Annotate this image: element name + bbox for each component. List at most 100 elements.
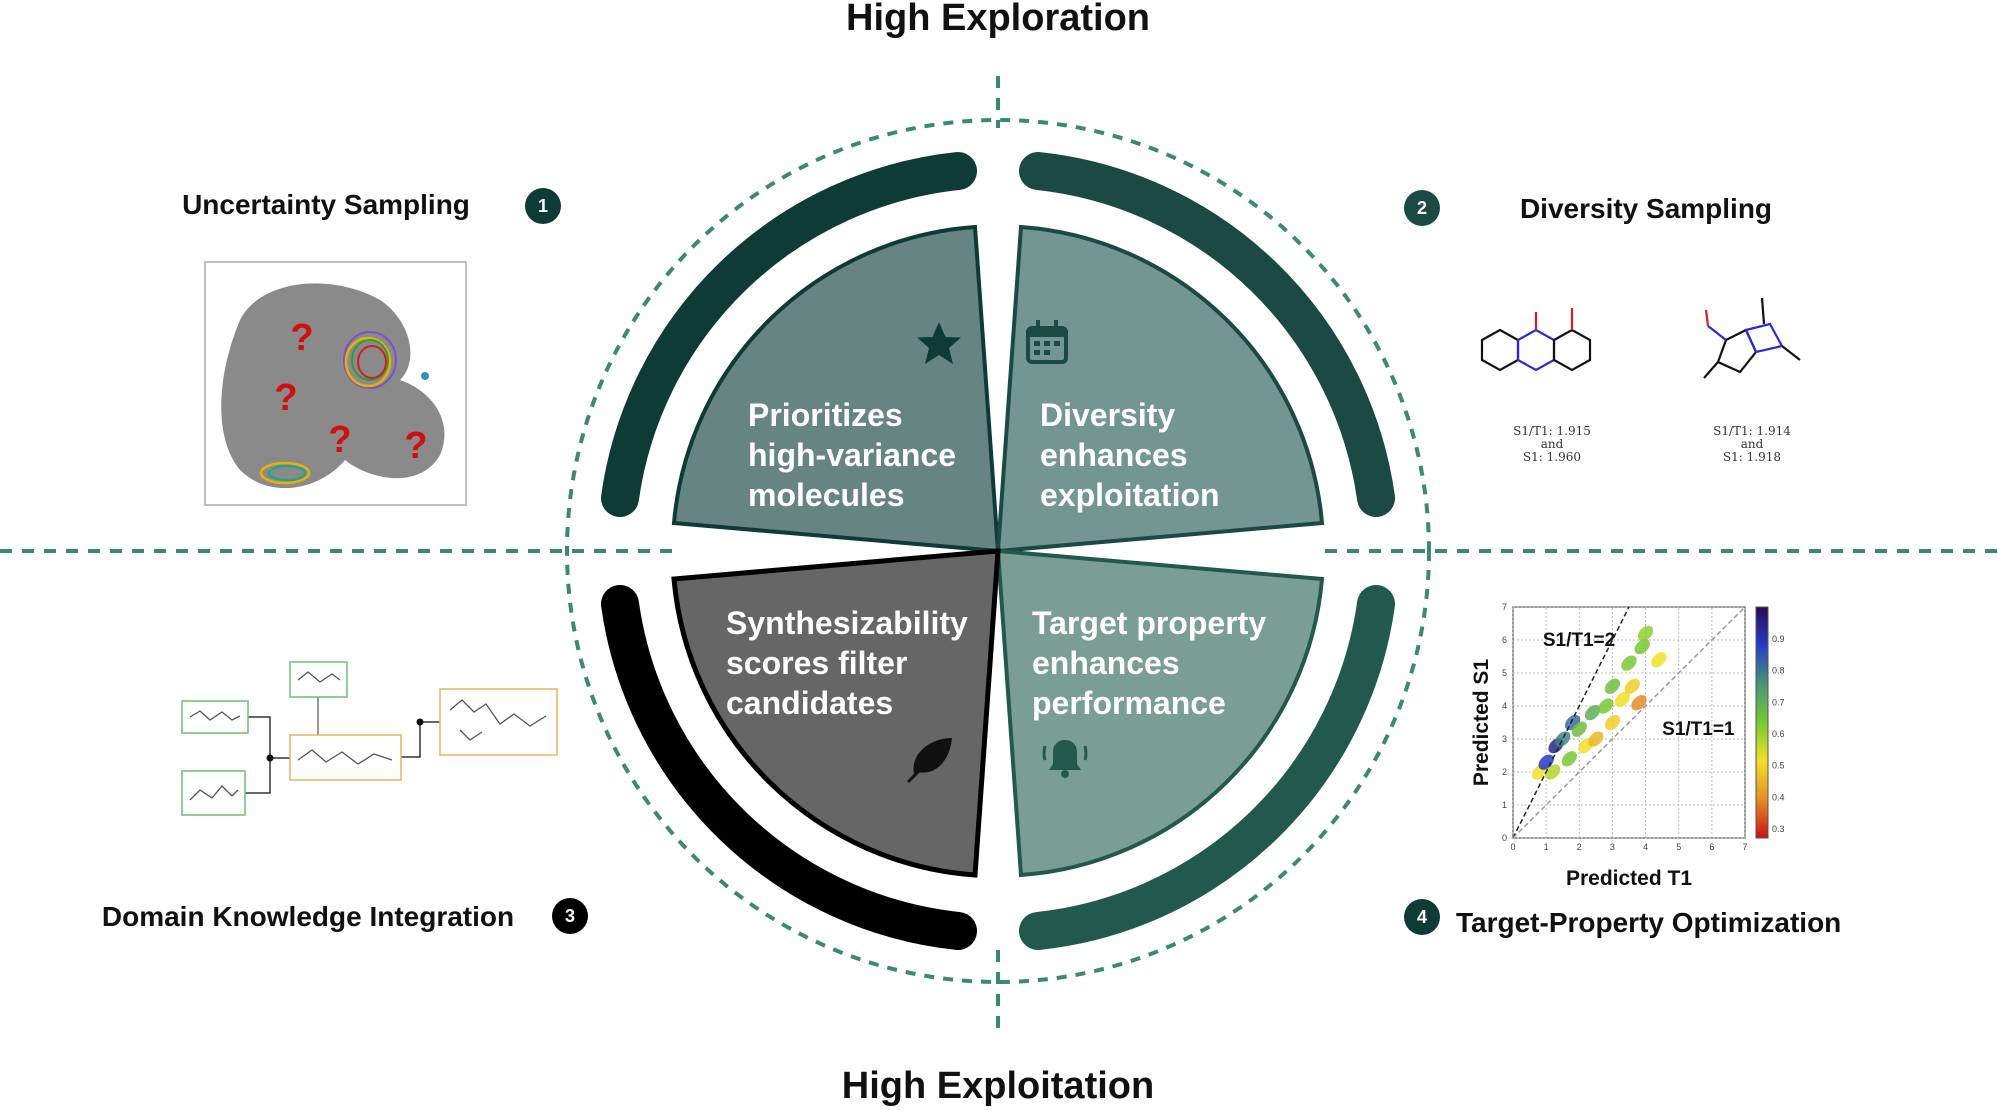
quadrant-text-synthesizability: Synthesizability scores filter candidate…: [726, 605, 968, 721]
data-point: [1631, 695, 1647, 711]
wedge-target-property: [995, 548, 1325, 878]
bell-icon: [1042, 740, 1088, 778]
data-point: [1545, 764, 1561, 780]
svg-text:3: 3: [565, 906, 575, 926]
svg-text:2: 2: [1417, 198, 1427, 218]
colorbar-tick-label: 0.4: [1772, 792, 1785, 802]
x-tick-label: 7: [1742, 842, 1747, 852]
y-tick-label: 3: [1502, 734, 1507, 744]
annotation-ratio-2: S1/T1=2: [1543, 630, 1615, 651]
molecule-2: [1703, 297, 1801, 379]
x-tick-label: 5: [1676, 842, 1681, 852]
quadrant-text-diversity: Diversity enhances exploitation: [1040, 397, 1220, 513]
badge-1: 1: [525, 188, 561, 224]
y-tick-label: 4: [1502, 701, 1507, 711]
arc-top-right: [1019, 152, 1395, 517]
svg-text:Synthesizability: Synthesizability: [726, 605, 968, 641]
data-point: [1604, 678, 1621, 694]
strategy-title-4: Target-Property Optimization: [1456, 907, 1841, 938]
badge-3: 3: [552, 898, 588, 934]
colorbar-tick-label: 0.8: [1772, 666, 1785, 676]
quadrant-text-target-property: Target property enhances performance: [1032, 605, 1266, 721]
colorbar: [1755, 606, 1769, 839]
colorbar-tick-label: 0.5: [1772, 761, 1785, 771]
reference-line: [1512, 606, 1746, 839]
dashed-circle: [565, 118, 1431, 984]
dashed-guides: [0, 76, 1998, 1035]
arc-bottom-right: [1019, 585, 1395, 950]
data-point: [1555, 731, 1571, 747]
svg-text:1: 1: [538, 196, 548, 216]
colorbar-tick-label: 0.9: [1772, 634, 1785, 644]
x-tick-label: 2: [1577, 842, 1582, 852]
wedge-synthesizability: [671, 548, 1001, 878]
svg-text:S1: 1.918: S1: 1.918: [1723, 450, 1781, 464]
question-mark: ?: [328, 419, 351, 461]
leaf-icon: [906, 738, 952, 784]
svg-text:Diversity: Diversity: [1040, 397, 1175, 433]
svg-text:scores filter: scores filter: [726, 645, 907, 681]
strategy-title-1: Uncertainty Sampling: [182, 189, 470, 220]
molecule-1-label: S1/T1: 1.915 and S1: 1.960: [1513, 424, 1591, 464]
question-mark: ?: [290, 317, 313, 359]
x-tick-label: 1: [1544, 842, 1549, 852]
svg-text:high-variance: high-variance: [748, 437, 956, 473]
wedge-diversity: [995, 224, 1325, 554]
data-point: [1584, 704, 1601, 721]
reference-line: [1512, 606, 1630, 839]
y-tick-label: 5: [1502, 668, 1507, 678]
svg-text:exploitation: exploitation: [1040, 477, 1220, 513]
svg-text:S1/T1: 1.915: S1/T1: 1.915: [1513, 424, 1591, 438]
x-axis-label: Predicted T1: [1566, 867, 1692, 890]
svg-text:Target property: Target property: [1032, 605, 1266, 641]
data-point: [1637, 625, 1654, 642]
synthesis-tree: [181, 661, 558, 816]
quadrant-text-uncertainty: Prioritizes high-variance molecules: [748, 397, 956, 513]
data-point: [1588, 731, 1604, 747]
annotation-ratio-1: S1/T1=1: [1662, 719, 1735, 740]
x-tick-label: 4: [1643, 842, 1648, 852]
y-tick-label: 2: [1502, 767, 1507, 777]
colorbar-tick-label: 0.6: [1772, 729, 1785, 739]
top-axis-label: High Exploration: [846, 0, 1150, 39]
data-point: [1624, 678, 1640, 694]
data-point: [1651, 652, 1667, 668]
data-point: [1604, 714, 1621, 731]
data-point: [1621, 655, 1637, 671]
calendar-icon: [1026, 320, 1068, 364]
wedge-uncertainty: [671, 224, 1001, 554]
badge-2: 2: [1404, 190, 1440, 226]
svg-text:molecules: molecules: [748, 477, 905, 513]
svg-text:and: and: [1741, 437, 1764, 451]
data-point: [1634, 638, 1650, 655]
uncertainty-panel: ? ? ? ?: [204, 261, 467, 506]
colorbar-tick-label: 0.3: [1772, 824, 1785, 834]
arc-top-left: [601, 152, 977, 517]
arc-bottom-left: [601, 585, 977, 950]
x-tick-label: 3: [1610, 842, 1615, 852]
strategy-title-2: Diversity Sampling: [1520, 193, 1772, 224]
x-tick-label: 0: [1510, 842, 1515, 852]
question-mark: ?: [274, 377, 297, 419]
x-tick-label: 6: [1709, 842, 1714, 852]
svg-text:and: and: [1541, 437, 1564, 451]
svg-text:S1/T1: 1.914: S1/T1: 1.914: [1713, 424, 1791, 438]
colorbar-tick-label: 0.7: [1772, 697, 1785, 707]
svg-text:Prioritizes: Prioritizes: [748, 397, 903, 433]
y-tick-label: 0: [1502, 833, 1507, 843]
y-axis-label: Predicted S1: [1470, 659, 1493, 787]
molecule-1: [1480, 308, 1592, 372]
bottom-axis-label: High Exploitation: [842, 1065, 1154, 1107]
svg-text:enhances: enhances: [1032, 645, 1180, 681]
y-tick-label: 7: [1502, 602, 1507, 612]
data-point: [1561, 751, 1577, 767]
data-point: [1571, 721, 1587, 737]
question-mark: ?: [404, 425, 427, 467]
star-icon: [917, 322, 961, 364]
svg-text:S1: 1.960: S1: 1.960: [1523, 450, 1581, 464]
data-point: [1598, 698, 1614, 714]
badge-4: 4: [1404, 899, 1440, 935]
svg-text:enhances: enhances: [1040, 437, 1188, 473]
